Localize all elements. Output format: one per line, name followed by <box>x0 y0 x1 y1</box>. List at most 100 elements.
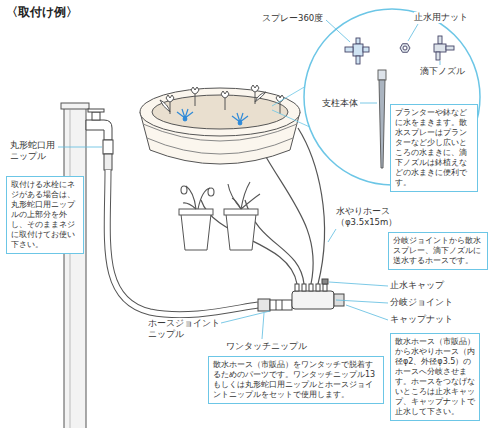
drip-nozzle-part <box>434 44 446 52</box>
planter-flowers <box>255 92 266 102</box>
hose-joint-parts <box>292 291 334 309</box>
spray-360-part <box>353 44 363 56</box>
planter-flowers <box>191 87 199 94</box>
watering-hose <box>262 150 313 284</box>
drip-nozzle-part <box>438 36 442 44</box>
garden-hose <box>107 170 258 315</box>
hose-joint-parts <box>258 299 270 311</box>
part-label: スプレー360度 <box>262 13 323 24</box>
faucet <box>103 140 113 154</box>
part-label: ワンタッチニップル <box>226 341 307 352</box>
hose-joint-parts <box>270 300 292 310</box>
drip-nozzle-part <box>446 46 454 50</box>
water-spray <box>238 121 242 125</box>
leader-line <box>58 20 440 339</box>
flower-pot <box>226 214 256 250</box>
leader-line <box>329 282 388 286</box>
garden-hose <box>107 170 258 315</box>
water-spray <box>177 109 248 125</box>
hose-joint-parts <box>295 284 299 291</box>
stake-part <box>378 70 386 80</box>
note-box: 分岐ジョイントから散水スプレー、滴下ノズルに送水するホースです。 <box>388 232 488 270</box>
part-label: 分岐ジョイント <box>390 297 453 308</box>
drip-nozzle-part <box>436 52 440 60</box>
leader-line <box>221 311 270 323</box>
faucet <box>88 109 104 112</box>
note-text: 分岐ジョイントから散水スプレー、滴下ノズルに送水するホースです。 <box>393 236 483 266</box>
faucet <box>86 120 112 140</box>
watering-hose <box>298 128 325 284</box>
leader-line <box>328 229 336 242</box>
note-text: 取付ける水栓にネジがある場合は、丸形蛇口用ニップルの上部分を外し、そのままネジに… <box>11 180 79 250</box>
part-label: 水やりホース （φ3.5x15m） <box>336 206 394 227</box>
part-label: 丸形蛇口用ニップル <box>10 140 56 161</box>
planter-flowers <box>160 85 284 114</box>
spray-360-part <box>345 47 353 52</box>
pot-plants <box>181 182 260 209</box>
faucet-post <box>70 109 71 428</box>
round-planter <box>140 88 300 164</box>
round-planter <box>147 138 293 154</box>
note-box: プランターや鉢などに水をまきます。散水スプレーはプランターなど少し広いところの水… <box>390 104 478 192</box>
pot-plants <box>232 198 241 209</box>
drip-nozzle-part <box>434 36 454 60</box>
spray-360-part <box>345 38 369 64</box>
pot-plants <box>183 203 196 209</box>
leader-line <box>360 103 377 104</box>
leader-line <box>58 147 102 148</box>
part-label: 滴下ノズル <box>420 66 465 77</box>
hose-joint-parts <box>309 284 313 291</box>
garden-hose <box>107 170 258 315</box>
watering-hose <box>201 200 297 284</box>
note-box: 散水ホース（市販品）から水やりホース（内径φ2、外径φ3.5）のホースへ分岐させ… <box>390 333 480 421</box>
round-planter <box>152 95 288 129</box>
faucet-post <box>64 108 86 428</box>
pot-plants <box>241 194 260 209</box>
planter-flowers <box>166 95 174 102</box>
faucet-post <box>61 103 89 109</box>
part-label: 支柱本体 <box>322 98 358 109</box>
hose-joint-parts <box>276 300 277 310</box>
part-label: ホースジョイントニップル <box>148 318 220 339</box>
part-label: キャップナット <box>390 314 453 325</box>
stop-nut-part <box>400 44 410 53</box>
leader-line <box>262 313 264 339</box>
hose-joint-parts <box>258 279 344 311</box>
faucet-post <box>61 103 89 428</box>
hose-joint-parts <box>282 300 283 310</box>
planter-flowers <box>251 85 259 92</box>
hose-joint-parts <box>322 279 328 284</box>
zoom-lines <box>272 86 306 106</box>
flower-pot <box>179 209 258 250</box>
pot-plants <box>228 184 241 209</box>
leader-line <box>440 61 441 65</box>
stop-nut-part <box>403 46 407 50</box>
diagram-title: 〈取付け例〉 <box>6 5 78 19</box>
spray-360-part <box>356 38 360 44</box>
spray-360-part <box>363 47 369 52</box>
pot-plants <box>181 186 187 194</box>
flower-pot <box>179 209 213 215</box>
note-text: 散水ホース（市販品）から水やりホース（内径φ2、外径φ3.5）のホースへ分岐させ… <box>395 337 475 417</box>
stake-part <box>379 80 385 168</box>
faucet <box>86 109 113 170</box>
note-box: 取付ける水栓にネジがある場合は、丸形蛇口用ニップルの上部分を外し、そのままネジに… <box>6 176 84 254</box>
part-label: 止水用ナット <box>414 12 468 23</box>
stake-part <box>378 70 386 168</box>
planter-flowers <box>160 100 170 112</box>
note-box: 散水ホース（市販品）をワンタッチで脱着するためのパーツです。ワンタッチニップル1… <box>208 356 384 404</box>
faucet <box>92 112 100 120</box>
hose-joint-parts <box>316 284 320 291</box>
planter-flowers <box>221 91 229 98</box>
leader-line <box>408 24 418 41</box>
part-label: 止水キャップ <box>390 280 444 291</box>
spray-360-part <box>356 56 360 64</box>
pot-plants <box>208 188 214 196</box>
stop-nut-part <box>400 44 410 53</box>
hose-joint-parts <box>323 284 327 291</box>
leader-line <box>336 300 388 303</box>
flower-pot <box>181 214 211 250</box>
flower-pot <box>224 209 258 215</box>
leader-line <box>346 305 388 320</box>
faucet <box>104 154 112 170</box>
